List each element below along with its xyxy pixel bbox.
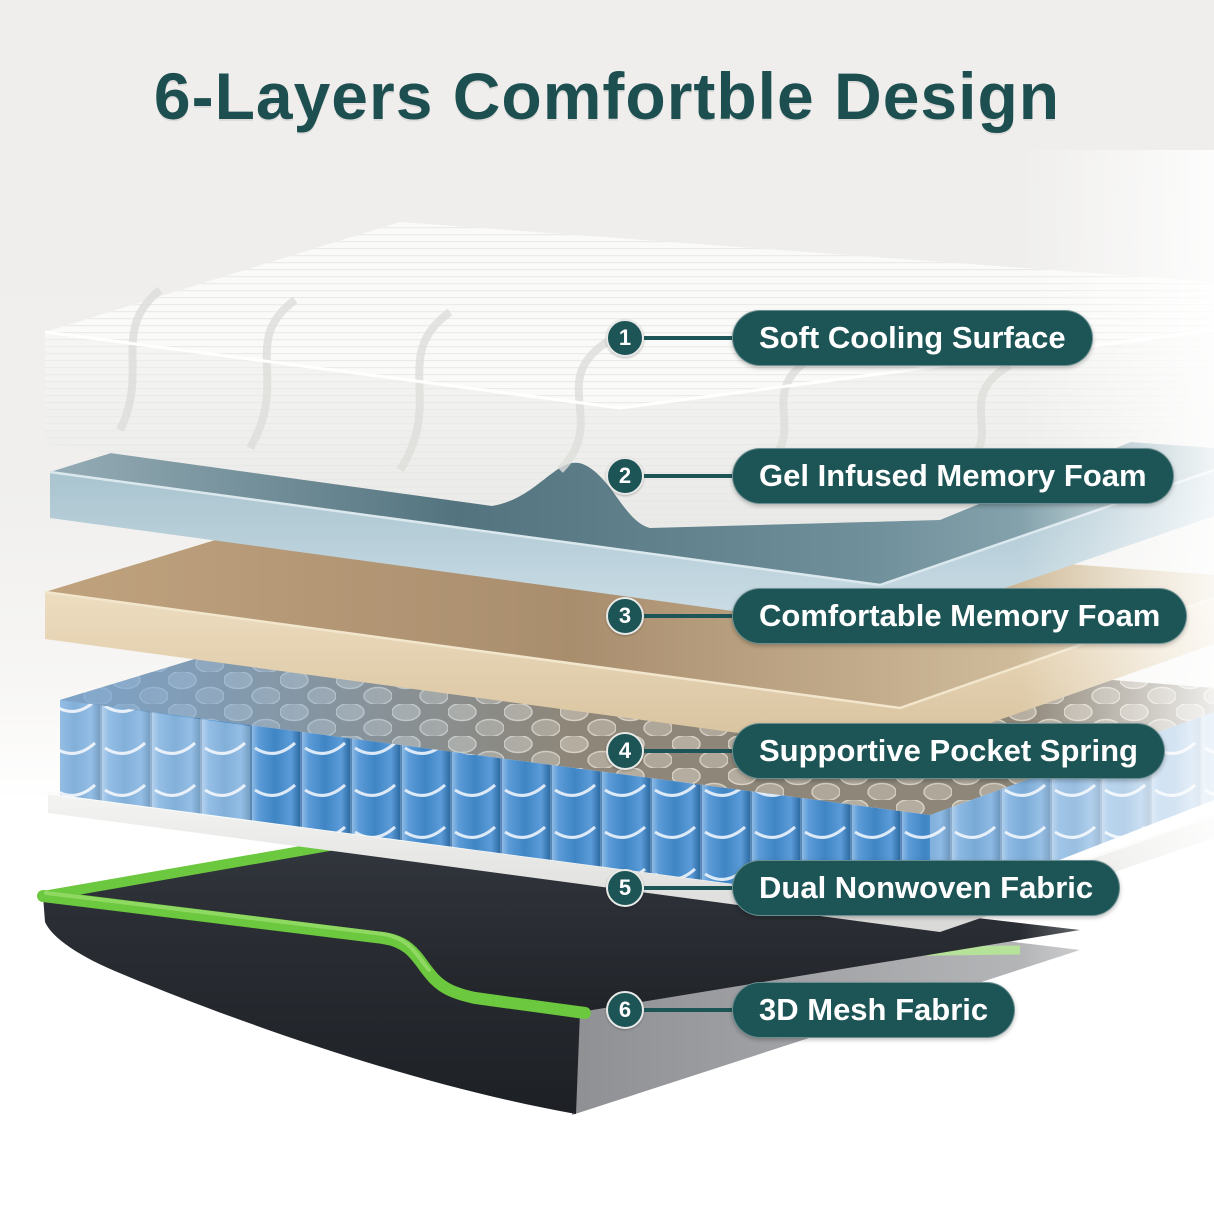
layer-6-label: 3D Mesh Fabric [759,992,989,1027]
callout-layer-6: 6 3D Mesh Fabric [606,982,1016,1038]
layer-2-label-pill: Gel Infused Memory Foam [732,448,1174,504]
layer-6-base-3d-mesh-fabric [37,840,1080,1115]
layer-5-label: Dual Nonwoven Fabric [759,870,1094,905]
page-title: 6-Layers Comfortble Design [153,59,1061,133]
layer-6-number-badge: 6 [606,991,644,1029]
layer-4-number: 4 [618,738,632,763]
layer-3-label-pill: Comfortable Memory Foam [732,588,1188,644]
layer-2-leader-line [644,474,732,478]
layer-1-label: Soft Cooling Surface [759,320,1066,355]
layer-1-number: 1 [618,325,632,350]
layer-6-number: 6 [618,997,632,1022]
layer-5-number: 5 [618,875,632,900]
layer-1-number-badge: 1 [606,319,644,357]
layer-1-label-pill: Soft Cooling Surface [732,310,1093,366]
layer-4-label-pill: Supportive Pocket Spring [732,723,1165,779]
layer-6-label-pill: 3D Mesh Fabric [732,982,1016,1038]
layer-6-leader-line [644,1008,732,1012]
layer-3-number-badge: 3 [606,597,644,635]
layer-1-soft-cooling-surface [44,222,1214,528]
callout-layer-5: 5 Dual Nonwoven Fabric [606,860,1121,916]
callout-layer-1: 1 Soft Cooling Surface [606,310,1093,366]
callout-layer-3: 3 Comfortable Memory Foam [606,588,1188,644]
layer-3-leader-line [644,614,732,618]
layer-2-number-badge: 2 [606,457,644,495]
layer-3-label: Comfortable Memory Foam [759,598,1161,633]
callout-layer-4: 4 Supportive Pocket Spring [606,723,1165,779]
layer-3-number: 3 [618,603,632,628]
layer-2-number: 2 [618,463,632,488]
layer-5-label-pill: Dual Nonwoven Fabric [732,860,1121,916]
layer-1-leader-line [644,336,732,340]
layer-5-leader-line [644,886,732,890]
callout-layer-2: 2 Gel Infused Memory Foam [606,448,1174,504]
layer-4-number-badge: 4 [606,732,644,770]
layer-5-number-badge: 5 [606,869,644,907]
layer-2-label: Gel Infused Memory Foam [759,458,1147,493]
layer-4-label: Supportive Pocket Spring [759,733,1138,768]
layer-4-leader-line [644,749,732,753]
